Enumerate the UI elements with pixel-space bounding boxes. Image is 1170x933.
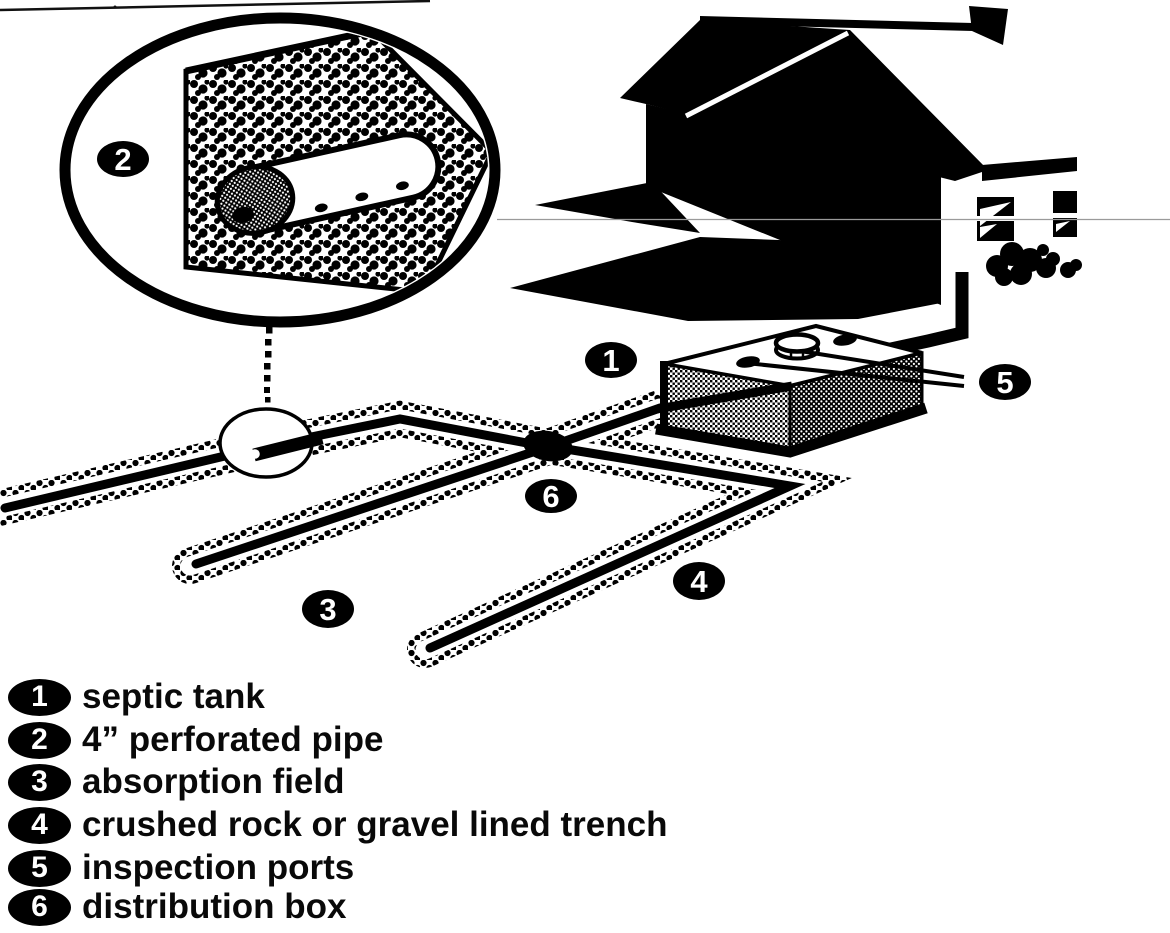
magnifier-ring [59,12,501,328]
absorption-field-trenches [0,381,852,668]
svg-text:5: 5 [996,365,1013,400]
svg-text:6: 6 [542,479,559,514]
pipe-inset-magnifier [59,12,501,328]
tank-bottom-edge [655,402,928,458]
house-shadow-lower [510,237,941,321]
pipe-perforation [396,181,409,191]
chimney [969,6,1008,45]
pipe-perforation [314,203,328,213]
badge-septic-tank: 1 [585,342,637,378]
inspection-port-right [833,334,857,346]
wing-roof-strip [982,157,1077,181]
badge-distribution-box: 6 [525,479,577,514]
perforated-pipe [214,131,442,236]
svg-text:3: 3 [319,592,336,627]
badge-gravel-trench: 4 [673,562,725,600]
antenna-bar [700,16,973,31]
house-roof [620,20,988,181]
house-illustration [497,6,1170,360]
pipe-perforation [355,192,369,202]
inspection-port-callout-lines [745,349,965,388]
badge-perforated-pipe: 2 [97,141,149,177]
pipe-end-dot [250,449,260,459]
magnifier-dotted-connector [264,327,273,403]
svg-text:4: 4 [690,564,708,599]
badge-absorption-field: 3 [302,590,354,628]
badge-inspection-ports: 5 [979,364,1031,400]
pipe-source-callout-circle [218,407,324,479]
scan-edge-lines [0,0,431,12]
svg-text:1: 1 [602,343,619,378]
window-right [1053,191,1077,237]
septic-tank [655,323,928,458]
manhole-cap [773,332,821,361]
diagram-badges: 1 2 3 4 5 6 [97,141,1031,628]
svg-text:2: 2 [114,142,131,177]
tank-inlet-pipe-overlay [656,381,793,414]
bushes [986,242,1082,286]
distribution-box-junction [523,430,573,462]
house-shadow-upper [535,182,700,233]
roof-ridge-highlight [684,30,850,119]
